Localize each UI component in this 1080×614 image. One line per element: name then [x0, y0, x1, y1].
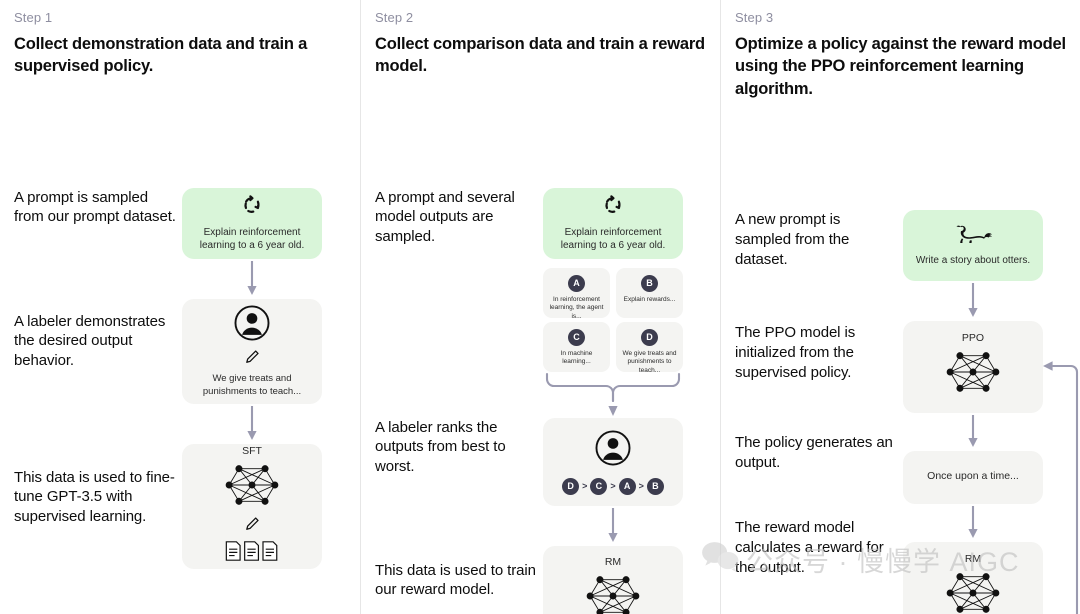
- step-3-arrow-2: [966, 414, 980, 449]
- neural-network-icon: [942, 568, 1004, 614]
- step-2-prompt-card[interactable]: Explain reinforcement learning to a 6 ye…: [543, 187, 683, 259]
- step-2-rm-card[interactable]: RM: [543, 545, 683, 614]
- step-2-merge-brace: [543, 372, 683, 423]
- output-badge-b: B: [641, 274, 658, 292]
- pencil-icon: [244, 349, 260, 370]
- step-1-sft-title: SFT: [242, 445, 262, 458]
- person-icon: [594, 429, 632, 472]
- step-3-arrow-3: [966, 505, 980, 540]
- output-badge-a: A: [568, 274, 585, 292]
- step-1-prompt-text: Explain reinforcement learning to a 6 ye…: [199, 226, 305, 252]
- step-2-output-d[interactable]: D We give treats and punishments to teac…: [616, 321, 683, 374]
- output-text-a: In reinforcement learning, the agent is.…: [549, 295, 604, 321]
- step-1-arrow-1: [245, 260, 259, 297]
- step-2-title: Collect comparison data and train a rewa…: [375, 35, 705, 76]
- step-3-paragraph-1: A new prompt is sampled from the dataset…: [735, 210, 850, 268]
- step-2-label: Step 2: [375, 10, 414, 25]
- step-3-feedback-loop: [1039, 356, 1080, 614]
- step-3-paragraph-3: The policy generates an output.: [735, 433, 893, 471]
- output-text-c: In machine learning...: [560, 349, 593, 366]
- step-2-output-c[interactable]: C In machine learning...: [543, 321, 610, 372]
- step-3-label: Step 3: [735, 10, 774, 25]
- rank-sep-3: >: [638, 481, 644, 492]
- step-3-prompt-text: Write a story about otters.: [915, 255, 1031, 267]
- rank-sep-1: >: [582, 481, 588, 492]
- step-3-output-card[interactable]: Once upon a time...: [903, 450, 1043, 504]
- pencil-icon: [244, 516, 260, 537]
- neural-network-icon: [942, 347, 1004, 402]
- neural-network-icon: [582, 571, 644, 614]
- step-3-prompt-card[interactable]: Write a story about otters.: [903, 209, 1043, 281]
- step-2-output-b[interactable]: B Explain rewards...: [616, 267, 683, 318]
- step-2-output-a[interactable]: A In reinforcement learning, the agent i…: [543, 267, 610, 320]
- step-1-arrow-2: [245, 405, 259, 442]
- output-text-b: Explain rewards...: [623, 295, 676, 303]
- step-1-column: Step 1 Collect demonstration data and tr…: [0, 0, 360, 614]
- loop-icon: [241, 194, 263, 221]
- step-1-title: Collect demonstration data and train a s…: [14, 35, 308, 76]
- step-2-arrow-2: [606, 507, 620, 544]
- step-1-sft-card[interactable]: SFT: [182, 443, 322, 569]
- step-3-paragraph-4: The reward model calculates a reward for…: [735, 518, 884, 576]
- documents-icon: [224, 540, 280, 567]
- step-2-prompt-text: Explain reinforcement learning to a 6 ye…: [560, 226, 666, 252]
- step-1-label: Step 1: [14, 10, 53, 25]
- step-2-paragraph-3: This data is used to train our reward mo…: [375, 561, 536, 599]
- step-2-paragraph-1: A prompt and several model outputs are s…: [375, 188, 515, 246]
- output-badge-c: C: [568, 328, 585, 346]
- step-1-labeler-text: We give treats and punishments to teach.…: [202, 373, 302, 397]
- step-1-labeler-card[interactable]: We give treats and punishments to teach.…: [182, 298, 322, 404]
- step-3-column: Step 3 Optimize a policy against the rew…: [720, 0, 1080, 614]
- step-3-ppo-card[interactable]: PPO: [903, 320, 1043, 413]
- otter-icon: [952, 223, 994, 250]
- step-2-labeler-ranking: D > C > A > B: [562, 477, 664, 495]
- rank-pill-4: B: [646, 477, 664, 495]
- step-2-paragraph-2: A labeler ranks the outputs from best to…: [375, 418, 506, 476]
- step-3-ppo-title: PPO: [961, 331, 985, 344]
- step-3-rm-card[interactable]: RM: [903, 541, 1043, 614]
- step-3-output-text: Once upon a time...: [927, 470, 1019, 483]
- step-2-labeler-card[interactable]: D > C > A > B: [543, 417, 683, 506]
- rank-sep-2: >: [610, 481, 616, 492]
- step-3-arrow-1: [966, 282, 980, 319]
- step-1-paragraph-2: A labeler demonstrates the desired outpu…: [14, 312, 166, 370]
- neural-network-icon: [221, 460, 283, 515]
- person-icon: [233, 304, 271, 347]
- step-1-paragraph-3: This data is used to fine-tune GPT-3.5 w…: [14, 468, 175, 526]
- step-1-paragraph-1: A prompt is sampled from our prompt data…: [14, 188, 176, 226]
- step-2-rm-title: RM: [604, 555, 622, 568]
- step-3-title: Optimize a policy against the reward mod…: [735, 35, 1066, 98]
- step-3-paragraph-2: The PPO model is initialized from the su…: [735, 323, 856, 381]
- step-3-rm-title: RM: [964, 552, 982, 565]
- output-badge-d: D: [641, 328, 658, 346]
- rank-pill-3: A: [618, 477, 636, 495]
- step-2-column: Step 2 Collect comparison data and train…: [360, 0, 720, 614]
- loop-icon: [602, 194, 624, 221]
- rank-pill-2: C: [590, 477, 608, 495]
- step-1-prompt-card[interactable]: Explain reinforcement learning to a 6 ye…: [182, 187, 322, 259]
- rank-pill-1: D: [562, 477, 580, 495]
- output-text-d: We give treats and punishments to teach.…: [622, 349, 677, 375]
